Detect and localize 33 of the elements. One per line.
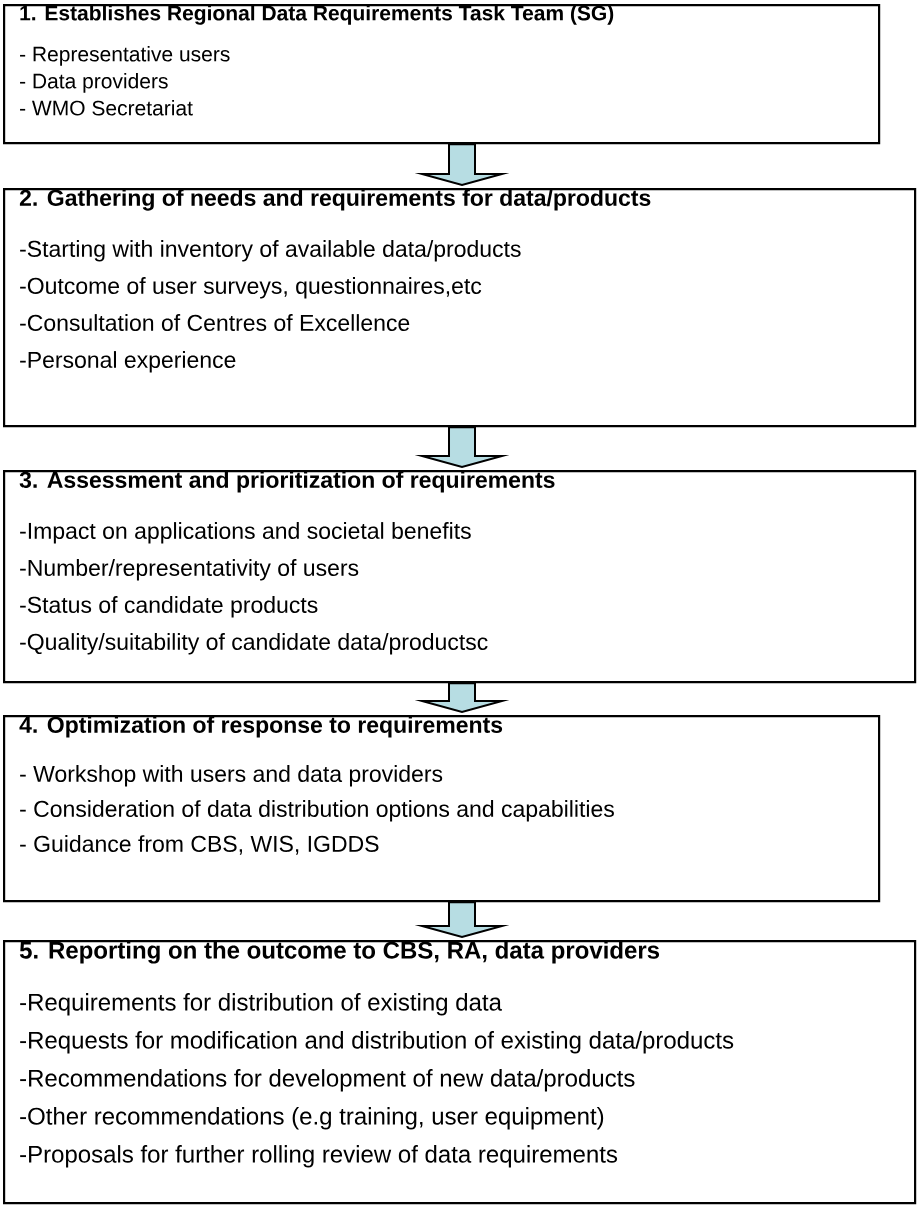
- heading: 4. Optimization of response to requirements: [19, 716, 503, 738]
- bullet-item: -Requests for modification and distribution of existing data/products: [20, 1031, 734, 1054]
- bullet-item: -Requirements for distribution of existing data: [20, 993, 502, 1016]
- heading: 2. Gathering of needs and requirements for data/products: [19, 189, 651, 211]
- block-arrow: [414, 426, 510, 469]
- bullet-item: -Quality/suitability of candidate data/productsc: [20, 633, 488, 655]
- bullet-item: - WMO Secretariat: [20, 100, 193, 116]
- block-arrow: [414, 143, 510, 187]
- bullet-item: -Consultation of Centres of Excellence: [20, 314, 410, 331]
- bullet-item: -Proposals for further rolling review of data requirements: [20, 1145, 618, 1168]
- bullet-item: -Personal experience: [20, 351, 236, 373]
- bullet-item: - Workshop with users and data providers: [20, 765, 443, 787]
- process-box: [3, 940, 917, 1205]
- process-box: [3, 715, 881, 903]
- bullet-item: - Consideration of data distribution options and capabilities: [20, 800, 614, 822]
- bullet-item: -Other recommendations (e.g training, user equipment): [20, 1107, 604, 1130]
- heading: 1. Establishes Regional Data Requirements Task Team (SG): [20, 5, 614, 25]
- bullet-item: -Impact on applications and societal benefits: [20, 522, 471, 544]
- block-arrow: [414, 901, 510, 939]
- block-arrow: [414, 682, 510, 714]
- bullet-item: - Data providers: [20, 73, 168, 93]
- bullet-item: -Status of candidate products: [20, 596, 318, 618]
- bullet-item: -Recommendations for development of new data/products: [20, 1069, 635, 1092]
- heading: 5. Reporting on the outcome to CBS, RA, data providers: [19, 941, 660, 964]
- bullet-item: - Representative users: [20, 46, 230, 66]
- process-box: [3, 470, 917, 684]
- process-box: [3, 188, 917, 428]
- bullet-item: -Number/representativity of users: [20, 559, 359, 581]
- heading: 3. Assessment and prioritization of requirements: [19, 471, 555, 493]
- bullet-item: - Guidance from CBS, WIS, IGDDS: [20, 835, 379, 855]
- bullet-item: -Starting with inventory of available data/products: [20, 240, 521, 262]
- bullet-item: -Outcome of user surveys, questionnaires,etc: [20, 277, 482, 299]
- process-box: [3, 4, 881, 145]
